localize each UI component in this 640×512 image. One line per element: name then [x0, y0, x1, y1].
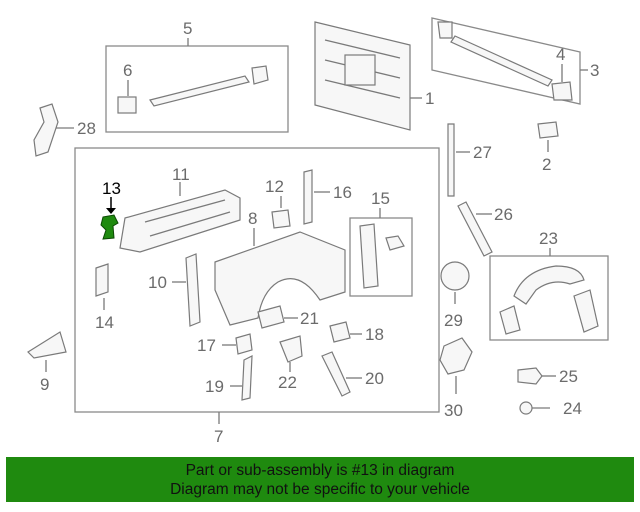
callout-1: 1	[425, 89, 434, 108]
part-13-bracket	[100, 214, 119, 240]
callout-17: 17	[197, 336, 216, 355]
parts-diagram: 5 6 1 4 3 2 28 7	[27, 17, 609, 446]
callout-3: 3	[590, 61, 599, 80]
part-12: 12	[265, 177, 291, 229]
hinge-28: 28	[33, 103, 96, 157]
callout-9: 9	[40, 375, 49, 394]
callout-5: 5	[183, 19, 192, 38]
part-18: 18	[329, 321, 384, 344]
callout-19: 19	[205, 377, 224, 396]
callout-11: 11	[172, 165, 190, 184]
part-10: 10	[148, 253, 201, 327]
part-26: 26	[457, 201, 513, 257]
part-29: 29	[440, 261, 470, 330]
callout-12: 12	[265, 177, 284, 196]
molding-strip	[149, 75, 250, 107]
part-22: 22	[278, 335, 303, 392]
info-banner: Part or sub-assembly is #13 in diagram D…	[6, 457, 634, 502]
liner-piece-a	[499, 305, 521, 335]
callout-29: 29	[444, 311, 463, 330]
callout-13: 13	[102, 179, 121, 198]
callout-28: 28	[77, 119, 96, 138]
callout-21: 21	[300, 309, 319, 328]
banner-line-2: Diagram may not be specific to your vehi…	[170, 481, 470, 498]
part-27: 27	[447, 123, 492, 197]
rail-cap-a	[437, 21, 453, 39]
rail-strip	[450, 35, 553, 87]
part-17: 17	[197, 333, 253, 355]
callout-26: 26	[494, 205, 513, 224]
callout-22: 22	[278, 373, 297, 392]
wheelhouse-liner	[513, 265, 585, 305]
callout-4: 4	[556, 45, 565, 64]
callout-25: 25	[559, 367, 578, 386]
callout-8: 8	[248, 209, 257, 228]
liner-piece-b	[573, 289, 599, 333]
callout-24: 24	[563, 399, 582, 418]
callout-15: 15	[371, 189, 390, 208]
highlighted-part-13: 13	[100, 179, 121, 240]
callout-10: 10	[148, 273, 167, 292]
part-9: 9	[27, 331, 67, 394]
group-15: 15	[349, 189, 413, 297]
callout-2: 2	[542, 155, 551, 174]
tailgate: 1	[314, 21, 434, 131]
callout-23: 23	[539, 229, 558, 248]
part-25: 25	[517, 367, 578, 386]
inner-panel-11: 11	[119, 165, 241, 253]
part-20: 20	[321, 351, 384, 397]
end-cap	[251, 65, 269, 85]
part-16: 16	[303, 169, 352, 225]
group-23: 23	[489, 229, 609, 341]
callout-18: 18	[365, 325, 384, 344]
callout-14: 14	[95, 313, 114, 332]
part-19: 19	[205, 355, 253, 401]
bolt-2: 2	[537, 121, 559, 174]
callout-16: 16	[333, 183, 352, 202]
part-21: 21	[257, 305, 319, 329]
tailgate-handle	[344, 54, 376, 86]
group-3: 4 3	[431, 17, 599, 105]
callout-30: 30	[444, 401, 463, 420]
callout-7: 7	[214, 427, 223, 446]
part-24: 24	[519, 399, 582, 418]
banner-line-1: Part or sub-assembly is #13 in diagram	[185, 462, 455, 479]
callout-27: 27	[473, 143, 492, 162]
part-15-bracket	[359, 223, 379, 289]
callout-6: 6	[123, 61, 132, 80]
part-30: 30	[439, 337, 473, 420]
group-5: 5 6	[105, 19, 289, 133]
end-cap-6	[117, 96, 137, 114]
part-15-clip	[385, 235, 405, 251]
callout-20: 20	[365, 369, 384, 388]
part-14: 14	[95, 263, 114, 332]
rail-cap-b	[551, 81, 573, 101]
